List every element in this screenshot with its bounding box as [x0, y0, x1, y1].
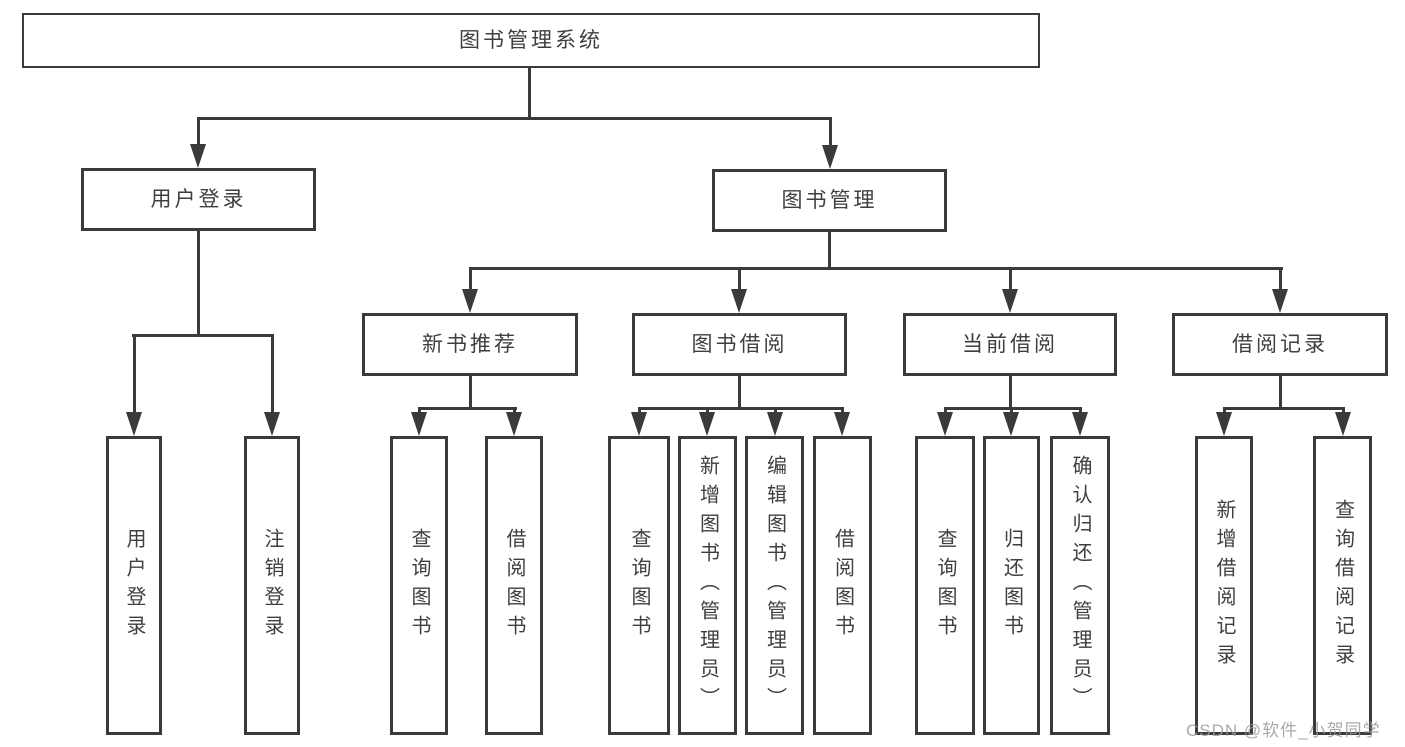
leaf-br-query-record: 查询借阅记录	[1313, 436, 1372, 735]
node-borrow-record: 借阅记录	[1172, 313, 1388, 376]
arrowhead-to-rec-borrow-book	[506, 412, 522, 436]
connector-book-mgmt-rail	[469, 267, 1283, 270]
connector-leaf-shaft	[513, 407, 516, 415]
connector-leaf-shaft	[1010, 407, 1013, 415]
connector-leaf-shaft	[841, 407, 844, 415]
arrowhead-to-bb-query-book	[631, 412, 647, 436]
arrowhead-to-br-query-record	[1335, 412, 1351, 436]
connector-to-logout-leaf-shaft	[271, 334, 274, 414]
connector-root-stem	[528, 66, 531, 119]
connector-to-new-book-rec-shaft	[469, 267, 472, 293]
connector-current-borrow-stem	[1009, 376, 1012, 410]
arrowhead-to-borrow-record	[1272, 289, 1288, 313]
connector-to-current-borrow-shaft	[1009, 267, 1012, 293]
connector-root-rail	[197, 117, 832, 120]
arrowhead-to-book-borrow	[731, 289, 747, 313]
connector-leaf-shaft	[774, 407, 777, 415]
connector-leaf-shaft	[1223, 407, 1226, 415]
arrowhead-to-book-mgmt	[822, 145, 838, 169]
leaf-user-login: 用户登录	[106, 436, 162, 735]
connector-borrow-record-rail	[1223, 407, 1345, 410]
arrowhead-to-user-login	[190, 144, 206, 168]
arrowhead-to-cb-return-book	[1003, 412, 1019, 436]
arrowhead-to-user-login-leaf	[126, 412, 142, 436]
leaf-user-login-label: 用户登录	[123, 527, 145, 644]
connector-leaf-shaft	[1342, 407, 1345, 415]
leaf-bb-query-book-label: 查询图书	[628, 527, 650, 644]
connector-new-book-rec-stem	[469, 376, 472, 410]
connector-to-user-login-leaf-shaft	[133, 334, 136, 414]
arrowhead-to-cb-confirm-return	[1072, 412, 1088, 436]
node-new-book-rec: 新书推荐	[362, 313, 578, 376]
leaf-rec-query-book-label: 查询图书	[408, 527, 430, 644]
node-root: 图书管理系统	[22, 13, 1040, 68]
leaf-rec-borrow-book-label: 借阅图书	[503, 527, 525, 644]
leaf-br-add-record: 新增借阅记录	[1195, 436, 1253, 735]
leaf-bb-add-book-label: 新增图书（管理员）	[696, 455, 719, 716]
leaf-rec-query-book: 查询图书	[390, 436, 448, 735]
arrowhead-to-bb-borrow-book	[834, 412, 850, 436]
leaf-bb-add-book: 新增图书（管理员）	[678, 436, 737, 735]
connector-book-borrow-stem	[738, 376, 741, 410]
connector-leaf-shaft	[944, 407, 947, 415]
connector-leaf-shaft	[706, 407, 709, 415]
leaf-cb-return-book: 归还图书	[983, 436, 1040, 735]
arrowhead-to-current-borrow	[1002, 289, 1018, 313]
leaf-bb-query-book: 查询图书	[608, 436, 670, 735]
leaf-cb-confirm-return-label: 确认归还（管理员）	[1069, 455, 1091, 716]
arrowhead-to-bb-edit-book	[767, 412, 783, 436]
arrowhead-to-rec-query-book	[411, 412, 427, 436]
leaf-bb-edit-book: 编辑图书（管理员）	[745, 436, 804, 735]
leaf-br-add-record-label: 新增借阅记录	[1213, 498, 1235, 673]
connector-borrow-record-stem	[1279, 376, 1282, 410]
connector-user-login-stem	[197, 231, 200, 337]
arrowhead-to-cb-query-book	[937, 412, 953, 436]
arrowhead-to-new-book-rec	[462, 289, 478, 313]
connector-leaf-shaft	[1079, 407, 1082, 415]
connector-root-to-user-login-shaft	[197, 117, 200, 146]
leaf-cb-return-book-label: 归还图书	[1000, 527, 1023, 644]
arrowhead-to-bb-add-book	[699, 412, 715, 436]
connector-book-borrow-rail	[638, 407, 844, 410]
connector-to-borrow-record-shaft	[1279, 267, 1282, 293]
node-current-borrow: 当前借阅	[903, 313, 1117, 376]
leaf-bb-edit-book-label: 编辑图书（管理员）	[763, 455, 786, 716]
leaf-cb-query-book-label: 查询图书	[934, 527, 956, 644]
leaf-rec-borrow-book: 借阅图书	[485, 436, 543, 735]
leaf-bb-borrow-book: 借阅图书	[813, 436, 872, 735]
arrowhead-to-logout-leaf	[264, 412, 280, 436]
leaf-br-query-record-label: 查询借阅记录	[1331, 498, 1354, 673]
node-user-login: 用户登录	[81, 168, 316, 231]
leaf-cb-confirm-return: 确认归还（管理员）	[1050, 436, 1110, 735]
connector-leaf-shaft	[638, 407, 641, 415]
leaf-bb-borrow-book-label: 借阅图书	[831, 527, 854, 644]
leaf-logout-label: 注销登录	[261, 527, 283, 644]
connector-new-book-rec-rail	[418, 407, 517, 410]
leaf-cb-query-book: 查询图书	[915, 436, 975, 735]
node-book-mgmt: 图书管理	[712, 169, 947, 232]
arrowhead-to-br-add-record	[1216, 412, 1232, 436]
connector-leaf-shaft	[418, 407, 421, 415]
connector-book-mgmt-stem	[828, 232, 831, 270]
leaf-logout: 注销登录	[244, 436, 300, 735]
connector-user-login-rail	[132, 334, 274, 337]
connector-to-book-borrow-shaft	[738, 267, 741, 293]
connector-root-to-book-mgmt-shaft	[829, 117, 832, 147]
node-book-borrow: 图书借阅	[632, 313, 847, 376]
connector-current-borrow-rail	[944, 407, 1082, 410]
csdn-watermark: CSDN @软件_小贺同学	[1186, 721, 1381, 740]
